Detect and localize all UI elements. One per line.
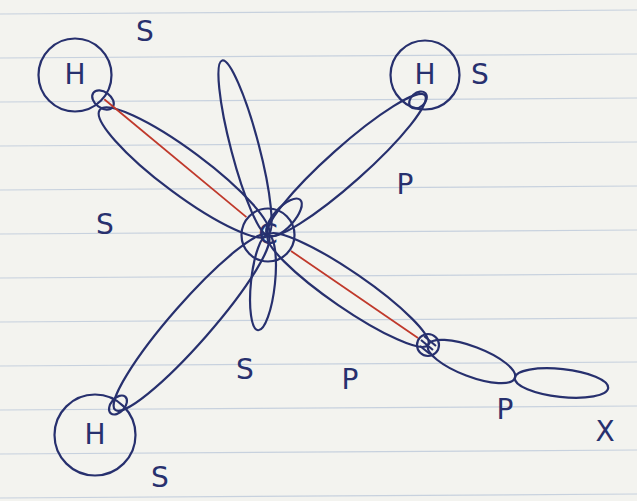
orbital-label: P (397, 171, 414, 199)
hydrogen-atom: H (37, 37, 113, 113)
ruled-lines (0, 10, 637, 498)
atom-symbol: H (64, 61, 85, 89)
p-lobe (513, 364, 609, 402)
text-wrap: H (389, 39, 461, 111)
circle-outline (242, 209, 295, 262)
orbital-label: S (136, 18, 154, 46)
text-wrap: H (53, 393, 137, 477)
orbital-label: S (236, 356, 254, 384)
bond-line (104, 99, 246, 217)
text-wrap: C (240, 207, 296, 263)
back-lobe (209, 57, 282, 238)
bond-line (291, 251, 418, 338)
atom-symbol: H (414, 61, 435, 89)
orbital-label: P (342, 366, 359, 394)
carbon-atom: C (240, 207, 296, 263)
sp3-lobe (258, 220, 438, 360)
circle-outline (39, 39, 112, 112)
sp3-lobe (100, 222, 283, 423)
atom-symbol: H (84, 421, 105, 449)
x-nucleus (417, 334, 439, 356)
hydrogen-atom: H (389, 39, 461, 111)
orbital-label: S (471, 61, 489, 89)
text-wrap: H (37, 37, 113, 113)
hatching (420, 336, 436, 354)
orbital-label: P (497, 396, 514, 424)
orbital-label: X (595, 418, 614, 446)
orbital-label: S (96, 211, 114, 239)
circle-outline (391, 41, 460, 110)
orbital-label: S (151, 464, 169, 492)
atom-symbol: C (258, 221, 278, 249)
sp3-lobe (87, 92, 282, 253)
circle-outline (55, 395, 136, 476)
hydrogen-atom: H (53, 393, 137, 477)
